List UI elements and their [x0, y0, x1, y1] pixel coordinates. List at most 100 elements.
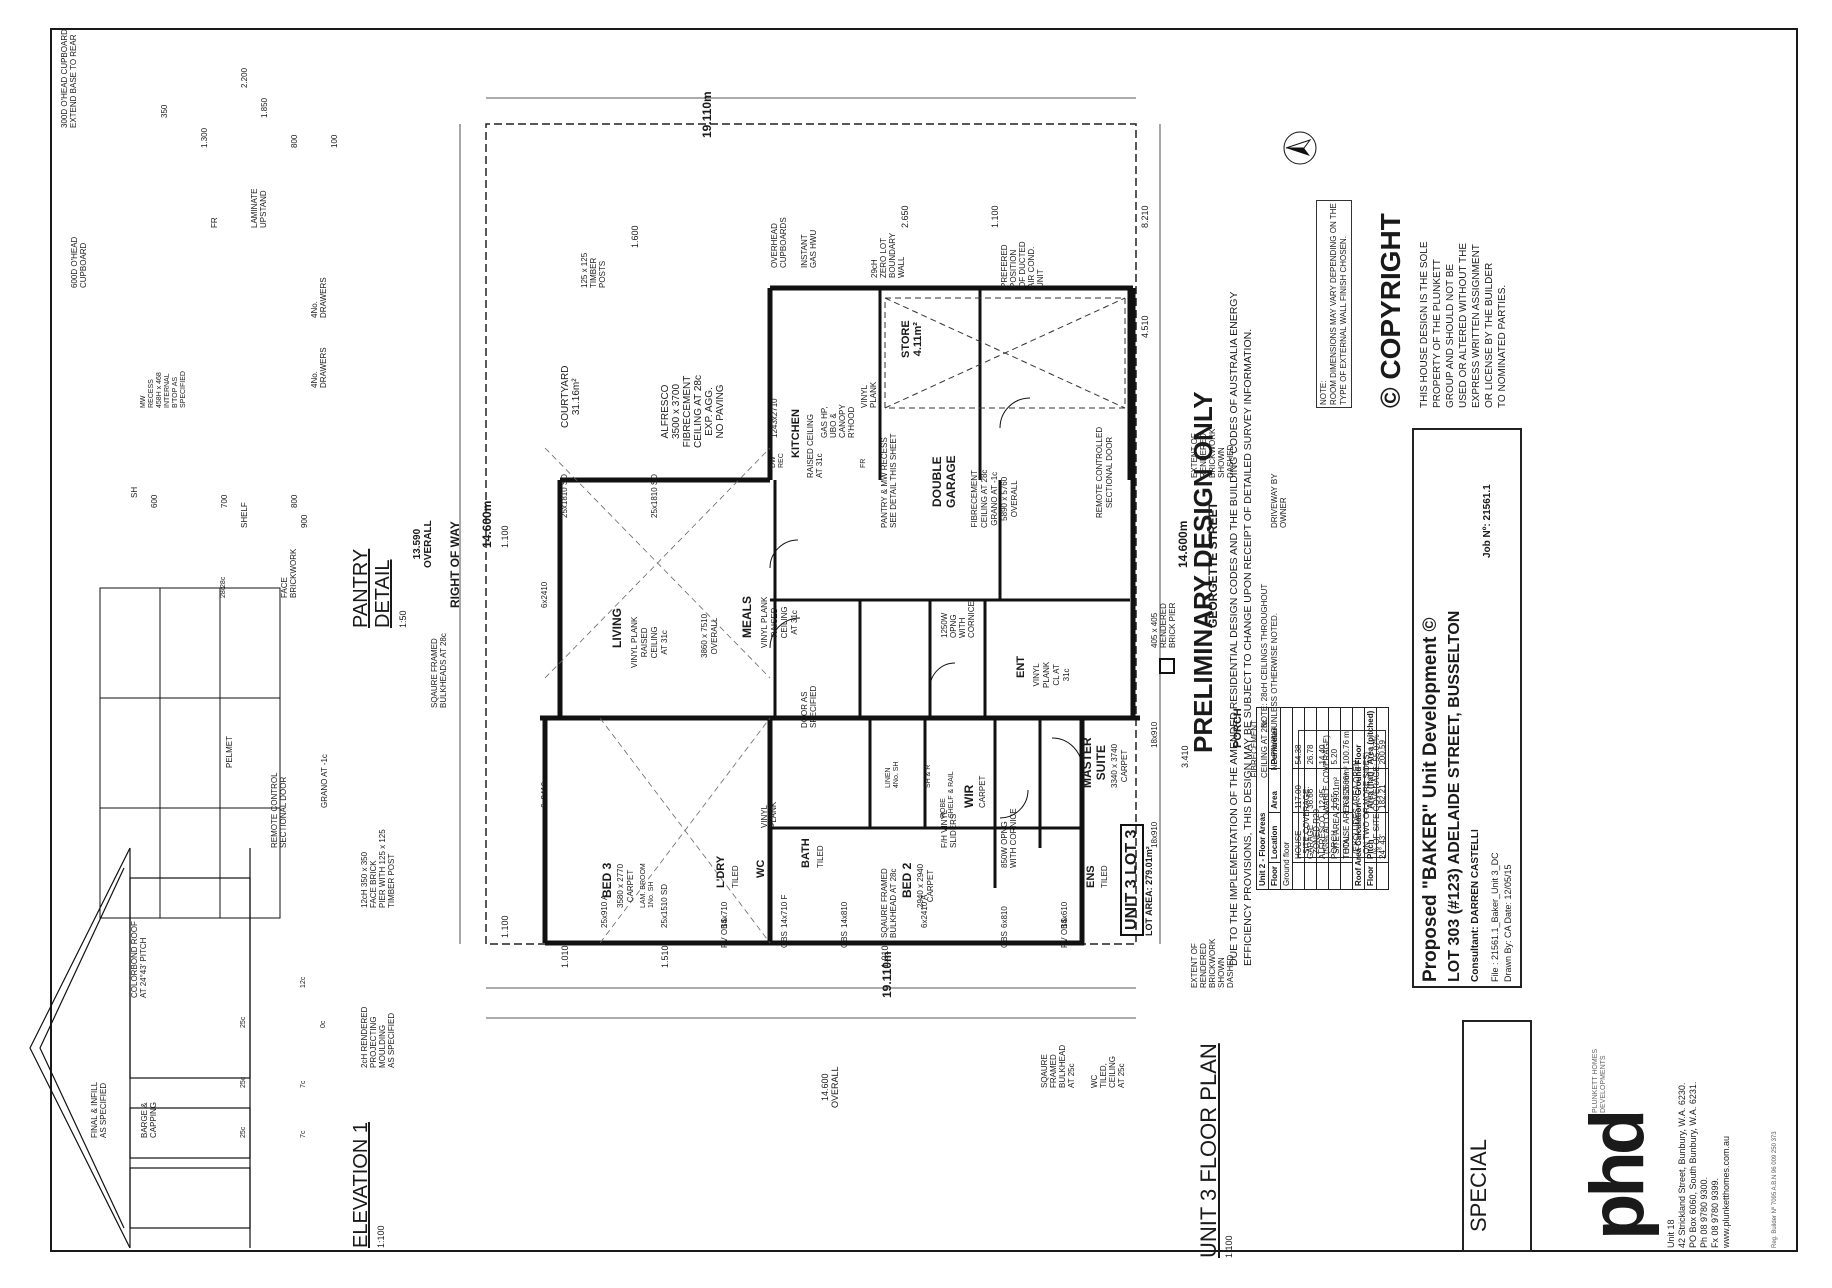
elev-25c-b: 25c [240, 1076, 247, 1088]
store-label: STORE 4.11m² [900, 320, 924, 358]
courtyard-label: COURTYARD 31.16m² [560, 365, 582, 428]
win-6x2410a: 6x2410 [540, 581, 549, 608]
kitchen-floor: VINYL PLANK [860, 381, 878, 408]
dimension-lines [459, 97, 1161, 1019]
wir-label: WIR [962, 784, 976, 808]
bed3-label: BED 3 [600, 862, 614, 898]
rendered-brickwork-note: EXTENT OF RENDERED BRICKWORK SHOWN DASHE… [1190, 428, 1235, 478]
master-label: MASTER SUITE [1080, 737, 1108, 788]
pantry-scale: 1:50 [398, 610, 408, 628]
pantry-laminate: LAMINATE UPSTAND [250, 188, 268, 228]
elev-remote: REMOTE CONTROL SECTIONAL DOOR [270, 772, 288, 848]
win-6x2410b: 6x2410 [540, 781, 549, 808]
wc-bottom-note: WC TILED, CEILING AT 25c [1090, 1055, 1126, 1088]
door-specified-note: DOOR AS SPECIFIED [800, 685, 818, 728]
meals-label: MEALS [740, 596, 754, 638]
win-14x810: 14x810 [840, 901, 849, 928]
elev-barge: BARGE & CAPPING [140, 1101, 158, 1138]
internal-walls [770, 288, 1130, 888]
bed3-note: 3580 x 2770 CARPET [616, 863, 635, 908]
pantry-detail-drawing [99, 587, 281, 919]
pantry-oh-300: 300D O'HEAD CUPBOARD EXTEND BASE TO REAR [60, 29, 78, 128]
dim-right-14600: 14.600m [1176, 520, 1190, 568]
garage-note: FIBRECEMENT CEILING AT 28c GRANO AT -1c … [970, 469, 1019, 528]
dim-l1100b: 1.100 [500, 915, 510, 938]
garage-door-cross [884, 297, 1126, 409]
pantry-oh-600: 600D O'HEAD CUPBOARD [70, 236, 88, 288]
driveway-note: DRIVEWAY BY OWNER [1270, 473, 1288, 528]
pantry-recess-note: PANTRY & MW RECESS SEE DETAIL THIS SHEET [880, 433, 898, 528]
pantry-d1300: 1.300 [200, 127, 209, 148]
ducted-note: PREFERED POSITION OF DUCTED AIR COND. UN… [1000, 241, 1045, 288]
elev-roof: COLORBOND ROOF AT 24°43' PITCH [130, 921, 148, 998]
lot-area: LOT AREA: 279.01m² [1144, 846, 1154, 936]
porch-label: PORCH [1232, 708, 1244, 748]
meals-dim: 3860 x 7510 OVERALL [700, 613, 719, 658]
timber-posts-note: 125 x 125 TIMBER POSTS [580, 252, 607, 288]
obs-1: OBS [780, 931, 789, 948]
win-6x2410a2: 6x2410 A [920, 894, 929, 928]
pantry-d800: 800 [290, 134, 299, 148]
sh-r-label: SH & R [925, 764, 932, 788]
ent-note: VINYL PLANK CL AT 31c [1032, 661, 1071, 688]
bed2-label: BED 2 [900, 862, 914, 898]
kitchen-fr: FR [860, 458, 867, 468]
wc-label: WC [755, 859, 767, 878]
pantry-d100: 100 [330, 134, 339, 148]
elev-grano: GRANO AT -1c [320, 754, 329, 808]
bulkheads-note: SQAURE FRAMED BULKHEADS AT 28c [430, 633, 448, 708]
right-of-way-label: RIGHT OF WAY [448, 521, 462, 608]
dim-top-19110: 19.110m [700, 91, 714, 138]
pv-obs-2: PV OBS [1060, 918, 1069, 948]
kitchen-dw: DW REC [770, 453, 785, 468]
opng-850-note: 850W OPNG WITH CORNICE [1000, 808, 1018, 868]
elev-pelmet: PELMET [225, 735, 234, 768]
win-25x1510: 25x1510 SD [660, 883, 669, 928]
opng-1250-note: 1250W OPNG WITH CORNICE [940, 601, 976, 638]
meals-note: VINYL PLANK RAISED CEILING AT 31c [760, 596, 799, 648]
square-bulkhead-note: SQAURE FRAMED BULKHEAD AT 28c [880, 868, 898, 938]
instant-hwu-note: INSTANT GAS HWU [800, 229, 818, 268]
elevation-scale: 1:100 [376, 1225, 386, 1248]
porch-note: FIBRECEMENT CEILING AT 28c NO PAVING [1250, 719, 1279, 778]
master-note: 3340 x 3740 CARPET [1110, 743, 1129, 788]
pantry-drawers-2: 4No. DRAWERS [310, 347, 328, 388]
pv-obs: PV OBS [720, 918, 729, 948]
elev-28c-a: 28c [220, 586, 227, 598]
dim-1600: 1.600 [630, 225, 640, 248]
win-25x910: 25x910 A [600, 894, 609, 928]
obs-3: OBS [1000, 931, 1009, 948]
win-25x1810b: 25x1810 SD [650, 473, 659, 518]
win-6x810: 6x810 [1000, 906, 1009, 928]
wir-note: CARPET [978, 775, 987, 808]
pantry-title: PANTRY DETAIL [350, 548, 394, 628]
elev-face-brickwork: FACE BRICKWORK [280, 548, 298, 598]
house-walls [540, 285, 1140, 946]
pantry-d2200: 2.200 [240, 67, 249, 88]
lam-broom-label: LAM. BROOM 1No. SH [640, 863, 655, 908]
obs-2: OBS [840, 931, 849, 948]
dim-8210: 8.210 [1140, 205, 1150, 228]
pantry-fr: FR [210, 217, 219, 228]
pantry-d600: 600 [150, 494, 159, 508]
georgette-street-label: GEORGETTE STREET [1206, 501, 1220, 628]
pantry-sh: SH [130, 486, 139, 498]
kitchen-dim: 1243x2710 [770, 398, 779, 438]
north-arrow [1283, 131, 1317, 165]
elev-25c-a: 25c [240, 1126, 247, 1138]
ens-note: TILED [1100, 865, 1109, 888]
win-14x710f: 14x710 F [780, 894, 789, 928]
elev-25c-c: 25c [240, 1016, 247, 1028]
living-label: LIVING [610, 607, 624, 648]
dim-3410: 3.410 [1180, 745, 1190, 768]
dim-b1010b: 1.010 [880, 945, 890, 968]
elevation-drawing [29, 847, 251, 1249]
pantry-d1850: 1.850 [260, 97, 269, 118]
door-swings [769, 397, 1083, 819]
elev-pier: 12cH 350 x 350 FACE BRICK PIER WITH 125 … [360, 829, 396, 908]
elev-28c-b: 28c [220, 576, 227, 588]
pantry-d350: 350 [160, 104, 169, 118]
win-18x910a: 18x910 [1150, 721, 1159, 748]
